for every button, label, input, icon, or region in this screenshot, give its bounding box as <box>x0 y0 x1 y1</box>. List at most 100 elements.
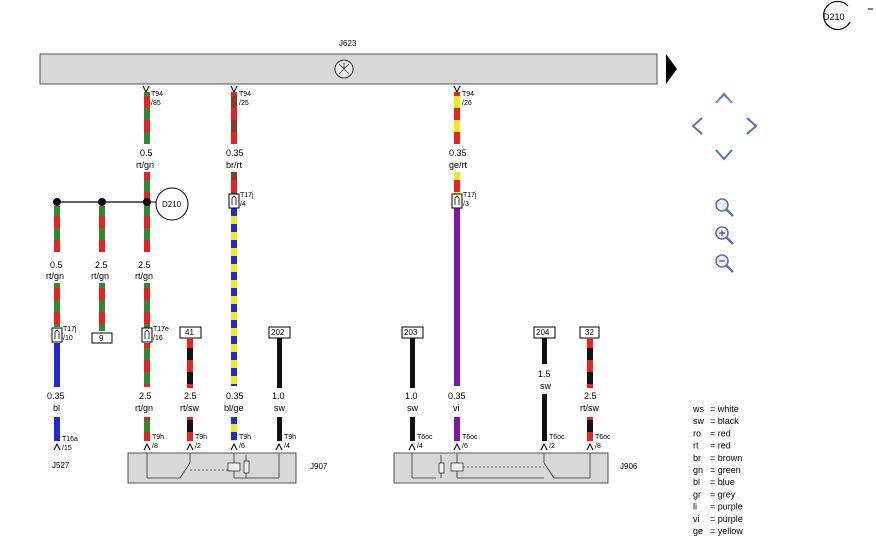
ref-box-label: 204 <box>536 328 550 337</box>
svg-text:T9h: T9h <box>239 434 251 441</box>
wire-size: 2.5 <box>139 391 152 401</box>
wire-j907-4[interactable] <box>277 338 282 441</box>
ref-box-label: 9 <box>99 334 104 343</box>
left-arrow-icon[interactable] <box>691 117 703 135</box>
legend-name: = red <box>710 428 731 438</box>
legend-name: = blue <box>710 477 735 487</box>
wire-size: 2.5 <box>138 260 151 270</box>
connector-num: /16 <box>153 335 163 342</box>
component-label: J907 <box>310 462 328 471</box>
wire-t94-85[interactable] <box>142 85 150 387</box>
wire-color: ge/rt <box>449 160 468 170</box>
svg-text:/6: /6 <box>462 443 468 450</box>
diagram-ref-text: D210 <box>823 12 845 22</box>
pin-conn: T94 <box>462 91 474 98</box>
wire-color: bl/ge <box>224 403 244 413</box>
legend-code: bl <box>693 477 700 487</box>
legend-name: = purple <box>710 514 743 524</box>
component-label: J527 <box>52 461 70 470</box>
ref-box[interactable] <box>91 332 113 344</box>
wire-segment[interactable] <box>144 417 150 441</box>
splice-node <box>98 198 106 206</box>
wire-j907-2[interactable] <box>187 338 193 441</box>
bus-label: J623 <box>339 39 357 48</box>
svg-text:/8: /8 <box>152 443 158 450</box>
svg-text:/4: /4 <box>284 443 290 450</box>
branch-2-wire[interactable] <box>99 206 105 331</box>
legend-name: = brown <box>710 453 742 463</box>
legend-code: ro <box>693 428 701 438</box>
wire-color: sw <box>407 403 419 413</box>
wire-t94-26[interactable] <box>453 85 461 441</box>
svg-text:/6: /6 <box>239 443 245 450</box>
legend-name: = grey <box>710 489 736 499</box>
connector-num: /3 <box>463 201 469 208</box>
j907-pin-arrows <box>143 442 283 451</box>
connector-icon <box>228 193 240 209</box>
wire-size: 0.35 <box>47 391 65 401</box>
svg-text:/8: /8 <box>595 443 601 450</box>
zoom-out-icon[interactable] <box>715 254 734 273</box>
connector-num: /15 <box>62 445 72 452</box>
wire-color: rt/gn <box>135 271 153 281</box>
legend-code: ge <box>693 526 703 536</box>
magnifier-icon[interactable] <box>715 198 734 217</box>
connector-icon <box>451 193 463 209</box>
relay-j907[interactable] <box>127 452 297 484</box>
down-arrow-icon[interactable] <box>715 149 733 161</box>
svg-text:T6oc: T6oc <box>462 434 478 441</box>
branch-1-wire[interactable] <box>54 206 60 441</box>
pin-conn: T94 <box>239 91 251 98</box>
connector-label: T17j <box>63 326 77 333</box>
legend-code: rt <box>693 441 699 451</box>
svg-text:T6oc: T6oc <box>417 434 433 441</box>
wire-size: 2.5 <box>95 260 108 270</box>
wire-j906-8[interactable] <box>587 338 593 441</box>
splice-node <box>143 198 151 206</box>
connector-label: T17e <box>153 326 169 333</box>
svg-text:T6oc: T6oc <box>549 434 565 441</box>
legend-code: vi <box>693 514 700 524</box>
wire-color: rt/gn <box>91 271 109 281</box>
relay-j907-schematic <box>146 453 280 479</box>
wire-size: 0.5 <box>50 260 63 270</box>
wire-size: 1.0 <box>405 391 418 401</box>
connector-icon <box>51 327 63 343</box>
wire-size: 2.5 <box>584 391 597 401</box>
diagram-ref-badge: D210 <box>823 0 873 31</box>
zoom-in-icon[interactable] <box>715 226 734 245</box>
wire-j906-4[interactable] <box>410 338 415 441</box>
splice-ref-text: D210 <box>162 200 182 209</box>
legend-name: = red <box>710 441 731 451</box>
legend-code: br <box>693 453 701 463</box>
legend-code: sw <box>693 416 705 426</box>
ref-box-label: 41 <box>185 328 194 337</box>
wire-color: sw <box>274 403 286 413</box>
wire-size: 0.35 <box>226 391 244 401</box>
right-arrow-icon[interactable] <box>746 117 758 135</box>
relay-j906[interactable] <box>393 452 609 484</box>
bus-arrow-icon[interactable] <box>666 54 677 84</box>
ref-box-label: 32 <box>585 328 594 337</box>
connector-num: /10 <box>63 335 73 342</box>
splice-ref-badge[interactable] <box>155 187 189 221</box>
j906-pin-arrows <box>408 442 594 451</box>
svg-text:T6oc: T6oc <box>595 434 611 441</box>
legend-code: gn <box>693 465 703 475</box>
wire-size: 0.35 <box>448 391 466 401</box>
legend-name: = green <box>710 465 741 475</box>
legend-code: ws <box>692 404 704 414</box>
up-arrow-icon[interactable] <box>715 92 733 104</box>
legend-name: = white <box>710 404 739 414</box>
wire-t94-25[interactable] <box>230 85 238 441</box>
wire-color: vi <box>453 403 460 413</box>
j907-pin-labels: T9h /8 T9h /2 T9h /6 T9h /4 <box>152 434 296 450</box>
pin-num: /26 <box>462 100 472 107</box>
legend-name: = purple <box>710 502 743 512</box>
svg-text:/2: /2 <box>195 443 201 450</box>
wire-size: 0.35 <box>449 148 467 158</box>
wire-size: 0.35 <box>226 148 244 158</box>
wire-j906-2[interactable] <box>542 338 547 441</box>
